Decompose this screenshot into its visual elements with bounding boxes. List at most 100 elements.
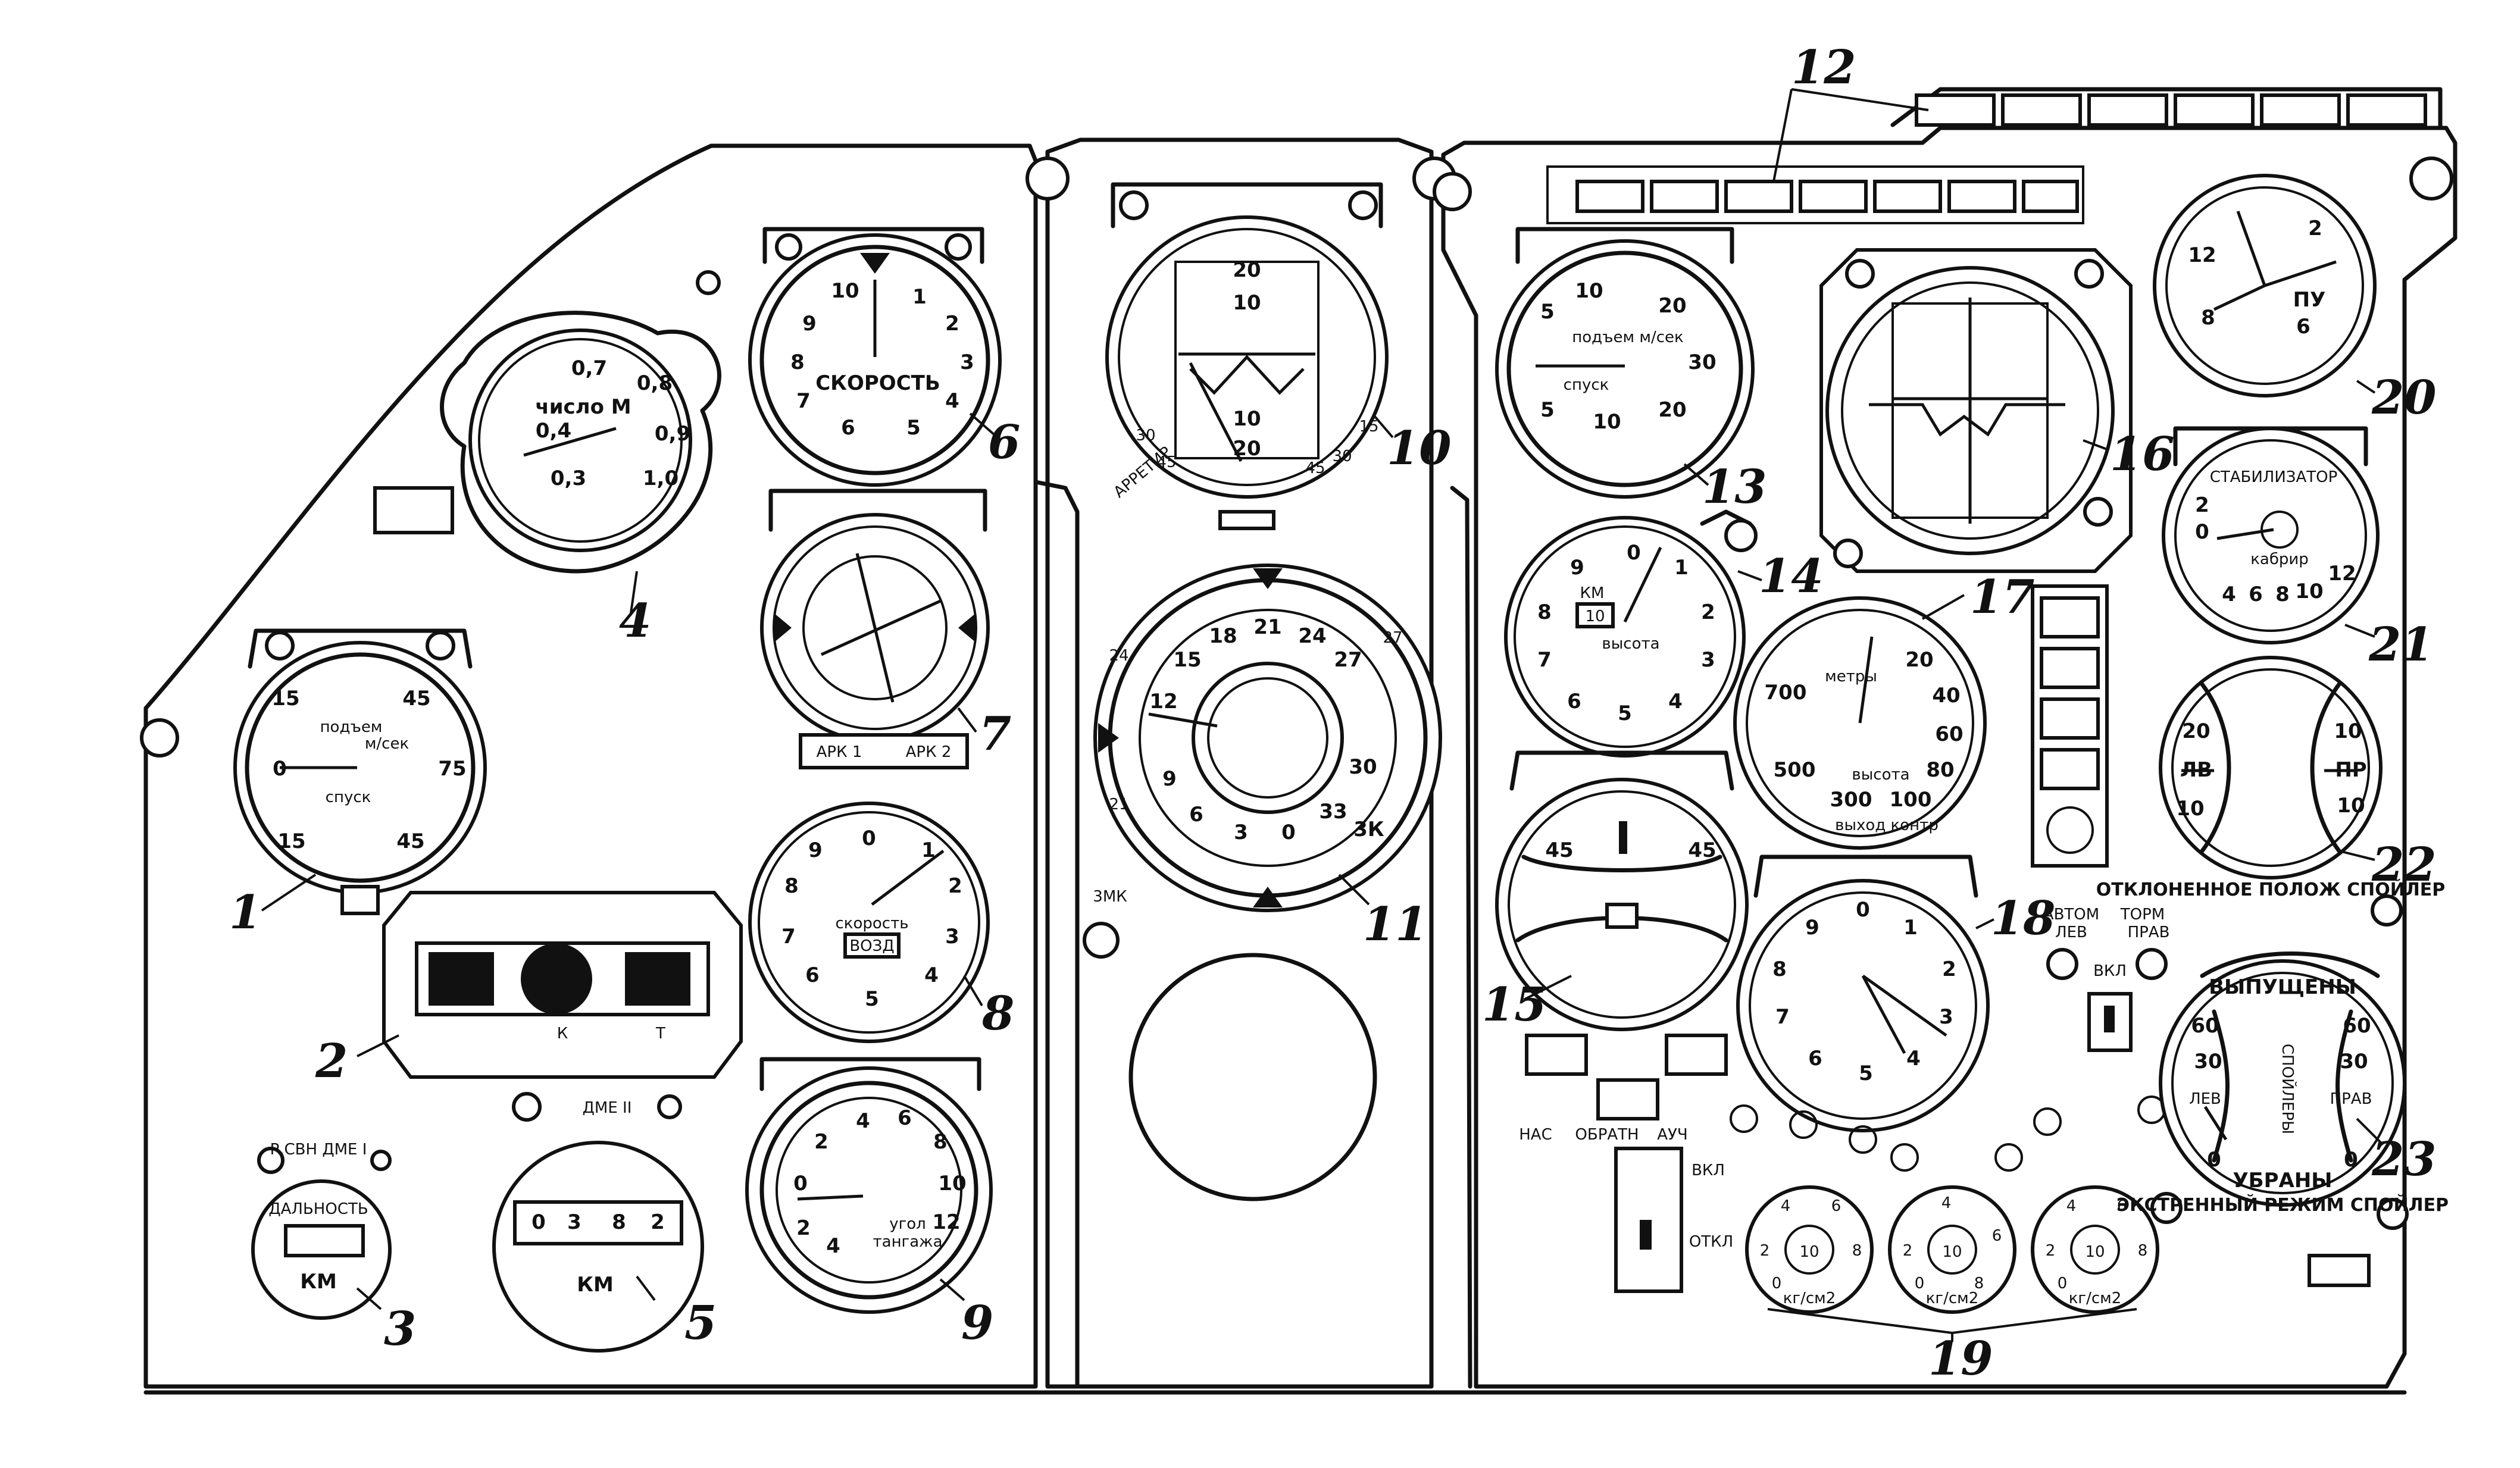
g22-num-10-right: 10: [2337, 794, 2365, 818]
g8-num-8: 8: [784, 874, 799, 898]
g9-num-2-bottom: 2: [796, 1216, 811, 1240]
toggle-label-otkl: ОТКЛ: [1689, 1233, 1733, 1251]
g21-label: СТАБИЛИЗАТОР: [2210, 468, 2338, 486]
callout-4: 4: [619, 594, 651, 648]
g18-num-5: 5: [1859, 1062, 1873, 1085]
g11-num-24: 24: [1298, 624, 1326, 648]
g6-num-8: 8: [790, 350, 805, 374]
g20-label: ПУ: [2293, 288, 2326, 312]
g8-num-5: 5: [865, 987, 879, 1011]
indicator-5-km-counter: ДМЕ II 0 3 8 2 КМ: [492, 1092, 704, 1353]
callout-20: 20: [2371, 371, 2437, 425]
switch-group-15: НАС ОБРАТН АУЧ ВКЛ ОТКЛ: [1519, 1034, 1733, 1293]
indicator2-label-t: Т: [655, 1025, 665, 1043]
g9-sub-label: тангажа: [873, 1233, 942, 1251]
counter5-digit-3: 2: [651, 1210, 665, 1234]
g14-num-8: 8: [1537, 600, 1552, 624]
g13-num-5-top: 5: [1540, 300, 1555, 324]
g20-num-12: 12: [2188, 243, 2216, 267]
g23-num-60-right: 60: [2343, 1014, 2371, 1038]
callout-18: 18: [1991, 891, 2056, 946]
g23-num-30-right: 30: [2340, 1050, 2368, 1073]
g13-num-5-bottom: 5: [1540, 398, 1555, 422]
gauge-18-dial: 0 1 2 3 4 5 6 7 8 9: [1736, 854, 1990, 1132]
gauge-11-compass: 21 24 27 18 15 12 9 6 3 0 33 30 27 24 21…: [1083, 564, 1442, 1201]
g11-num-30: 30: [1349, 755, 1377, 779]
g17-num-500: 500: [1774, 758, 1816, 782]
g18-num-7: 7: [1775, 1005, 1790, 1029]
g11-num-27: 27: [1334, 648, 1362, 672]
g1-num-45-bottom: 45: [396, 830, 424, 853]
g23-bottom-label: УБРАНЫ: [2233, 1169, 2332, 1192]
g19a-unit: кг/см2: [1783, 1289, 1836, 1307]
g14-num-2: 2: [1701, 600, 1715, 624]
label-torm: ТОРМ: [2120, 906, 2165, 924]
callout-labels: 1 2 3 4 5 6 7 8 9 10 11 12 13 14 15 16 1…: [229, 40, 2437, 1386]
g19c-unit: кг/см2: [2069, 1289, 2122, 1307]
g18-num-0: 0: [1856, 898, 1870, 922]
gauge-21-stabilizer: СТАБИЛИЗАТОР кабрир 2 0 4 6 8 10 12: [2162, 426, 2380, 644]
g13-num-20-bottom: 20: [1658, 398, 1686, 422]
g17-label: метры: [1825, 668, 1877, 686]
g10-num-20-top: 20: [1233, 258, 1261, 282]
g19a-num-8: 8: [1852, 1242, 1862, 1260]
g11-3mk-label: 3МК: [1093, 888, 1127, 906]
g8-num-9: 9: [808, 838, 823, 862]
g17-ring-label: выход контр: [1835, 816, 1939, 834]
g18-num-1: 1: [1903, 916, 1918, 940]
g14-label: высота: [1602, 635, 1659, 653]
center-panel-outline: [1045, 137, 1434, 1389]
callout-23: 23: [2371, 1132, 2437, 1187]
g9-label: угол: [889, 1215, 926, 1233]
g14-num-5: 5: [1618, 702, 1632, 725]
g8-sub-label: ВОЗД: [849, 937, 894, 955]
g14-num-0: 0: [1627, 541, 1641, 565]
g14-km-label: КМ: [1580, 584, 1605, 602]
label-lev: ЛЕВ: [2055, 924, 2087, 941]
g1-num-15-bottom: 15: [277, 830, 305, 853]
label-prav: ПРАВ: [2128, 924, 2170, 941]
g17-sub-label: высота: [1852, 766, 1909, 784]
indicator-3-dme-distance: Р.СВН ДМЕ I ДАЛЬНОСТЬ КМ: [251, 1141, 392, 1320]
g23-caption: ЭКСТРЕННЫЙ РЕЖИМ СПОЙЛЕР: [2116, 1194, 2449, 1216]
g11-num-18: 18: [1209, 624, 1237, 648]
counter5-digit-0: 0: [531, 1210, 546, 1234]
g13-num-10-bottom: 10: [1593, 410, 1621, 434]
callout-5: 5: [684, 1296, 717, 1350]
switch-group-brakes: АВТОМ ТОРМ ЛЕВ ПРАВ ВКЛ: [2043, 894, 2403, 1052]
center-inner-left: [1033, 480, 1080, 1389]
g11-num-9: 9: [1162, 767, 1177, 791]
g1-num-0: 0: [273, 757, 287, 781]
g6-num-4: 4: [945, 389, 959, 413]
g19c-num-0: 0: [2058, 1275, 2068, 1292]
g19b-num-4: 4: [1941, 1194, 1952, 1212]
g14-num-6: 6: [1567, 690, 1581, 713]
g13-label-down: спуск: [1564, 376, 1609, 394]
gauge-7-rmi: АРК 1 АРК 2: [760, 489, 990, 769]
g19c-num-2: 2: [2046, 1242, 2056, 1260]
g8-num-7: 7: [781, 925, 796, 949]
g22-num-10-left: 10: [2176, 797, 2204, 821]
callout-8: 8: [981, 987, 1014, 1041]
g6-num-9: 9: [802, 312, 817, 336]
gauge-9-pitch: 0 2 4 6 8 10 12 2 4 угол тангажа: [745, 1057, 993, 1314]
g19b-num-6: 6: [1992, 1227, 2002, 1245]
ark2-label: АРК 2: [906, 743, 952, 761]
callout-17: 17: [1970, 570, 2035, 624]
g6-num-10: 10: [831, 279, 859, 303]
callout-6: 6: [988, 415, 1020, 469]
g10-num-10-bottom: 10: [1233, 407, 1261, 431]
g23-top-label: ВЫПУЩЕНЫ: [2209, 975, 2356, 999]
g1-num-75: 75: [438, 757, 466, 781]
g18-num-4: 4: [1906, 1047, 1921, 1071]
g21-num-12: 12: [2328, 562, 2356, 586]
counter5-digit-1: 3: [567, 1210, 581, 1234]
toggle-label-vkl: ВКЛ: [1692, 1162, 1725, 1179]
g10-num-30-right: 30: [1332, 447, 1352, 465]
indicator2-label-k: К: [557, 1025, 568, 1043]
g6-num-3: 3: [960, 350, 974, 374]
g11-num-21: 21: [1253, 615, 1281, 639]
g23-num-0-right: 0: [2344, 1148, 2358, 1172]
g8-num-2: 2: [948, 874, 962, 898]
